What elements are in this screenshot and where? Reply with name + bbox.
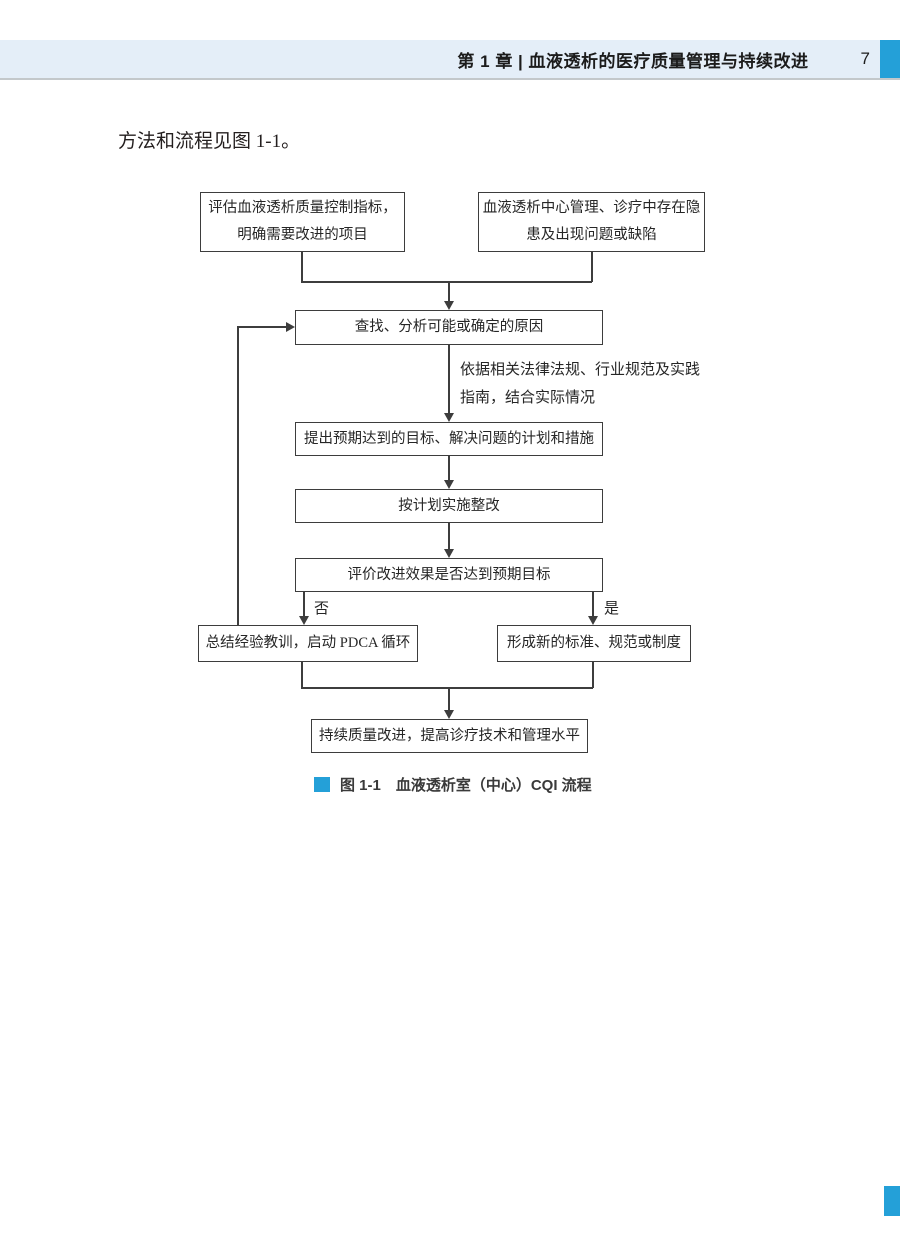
arrow-down-icon — [444, 710, 454, 719]
flow-node-find-causes: 查找、分析可能或确定的原因 — [295, 310, 603, 345]
connector-line — [301, 252, 303, 282]
arrow-down-icon — [444, 549, 454, 558]
connector-line — [448, 281, 450, 303]
side-note-line: 依据相关法律法规、行业规范及实践 — [460, 362, 701, 378]
connector-line — [448, 456, 450, 482]
branch-label-no: 否 — [314, 601, 330, 617]
side-note-line: 指南，结合实际情况 — [460, 390, 596, 406]
flow-node-evaluate: 评价改进效果是否达到预期目标 — [295, 558, 603, 592]
connector-line — [301, 687, 593, 689]
flow-node-implement: 按计划实施整改 — [295, 489, 603, 523]
flow-node-text: 按计划实施整改 — [398, 497, 500, 514]
flow-node-text: 总结经验教训，启动 PDCA 循环 — [205, 635, 411, 651]
connector-line — [301, 281, 592, 283]
flow-node-standard: 形成新的标准、规范或制度 — [497, 625, 691, 662]
flow-node-text: 评价改进效果是否达到预期目标 — [347, 566, 551, 583]
page-edge-tab — [884, 1186, 900, 1216]
feedback-loop-line — [237, 326, 287, 328]
connector-line — [301, 662, 303, 688]
page-header: 第 1 章 | 血液透析的医疗质量管理与持续改进 7 — [0, 40, 900, 80]
flow-node-pdca: 总结经验教训，启动 PDCA 循环 — [198, 625, 418, 662]
flow-node-text: 明确需要改进的项目 — [237, 227, 368, 243]
arrow-down-icon — [588, 616, 598, 625]
arrow-down-icon — [444, 480, 454, 489]
figure-caption: 图 1-1 血液透析室（中心）CQI 流程 — [314, 774, 592, 795]
flow-node-text: 患及出现问题或缺陷 — [526, 227, 657, 243]
connector-line — [448, 687, 450, 712]
figure-caption-text: 图 1-1 血液透析室（中心）CQI 流程 — [340, 777, 592, 794]
flow-node-goal: 提出预期达到的目标、解决问题的计划和措施 — [295, 422, 603, 456]
arrow-down-icon — [444, 413, 454, 422]
intro-text: 方法和流程见图 1-1。 — [118, 131, 301, 152]
branch-yes-line — [592, 592, 594, 618]
arrow-right-icon — [286, 322, 295, 332]
branch-label-yes: 是 — [604, 601, 620, 617]
feedback-loop-line — [237, 326, 239, 625]
flow-node-text: 形成新的标准、规范或制度 — [507, 635, 681, 651]
flow-node-continuous-improvement: 持续质量改进，提高诊疗技术和管理水平 — [311, 719, 588, 753]
connector-line — [448, 523, 450, 551]
connector-line — [448, 345, 450, 415]
branch-no-line — [303, 592, 305, 618]
caption-marker-icon — [314, 777, 330, 792]
arrow-down-icon — [444, 301, 454, 310]
chapter-title: 第 1 章 | 血液透析的医疗质量管理与持续改进 — [457, 51, 809, 71]
connector-line — [591, 252, 593, 282]
page-number: 7 — [860, 49, 870, 68]
chapter-edge-tab — [880, 40, 900, 78]
side-note: 依据相关法律法规、行业规范及实践 指南，结合实际情况 — [460, 356, 728, 412]
flow-node-assess: 评估血液透析质量控制指标， 明确需要改进的项目 — [200, 192, 405, 252]
flow-node-text: 评估血液透析质量控制指标， — [208, 200, 397, 216]
connector-line — [592, 662, 594, 688]
arrow-down-icon — [299, 616, 309, 625]
flow-node-text: 持续质量改进，提高诊疗技术和管理水平 — [319, 727, 580, 744]
flow-node-text: 查找、分析可能或确定的原因 — [354, 319, 544, 335]
flow-node-text: 血液透析中心管理、诊疗中存在隐 — [482, 200, 701, 216]
flow-node-text: 提出预期达到的目标、解决问题的计划和措施 — [304, 430, 594, 447]
flow-node-problems: 血液透析中心管理、诊疗中存在隐 患及出现问题或缺陷 — [478, 192, 705, 252]
